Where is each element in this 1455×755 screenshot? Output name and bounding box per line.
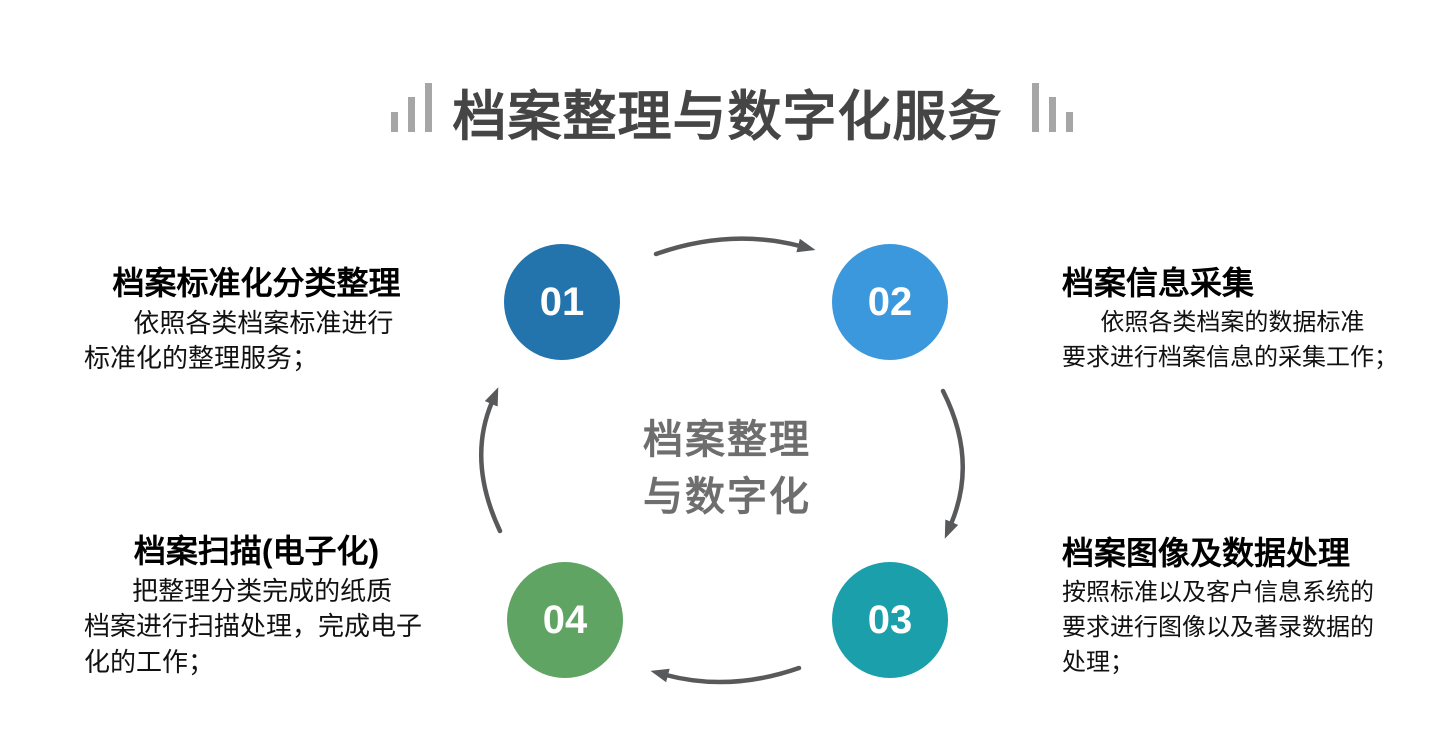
step-circle-02: 02 xyxy=(832,244,948,360)
step-block-4: 档案扫描(电子化) 把整理分类完成的纸质 档案进行扫描处理，完成电子 化的工作； xyxy=(84,532,429,680)
step-number: 01 xyxy=(539,279,585,324)
bar-chart-decoration-right xyxy=(1032,83,1073,132)
step-block-2: 档案信息采集 依照各类档案的数据标准 要求进行档案信息的采集工作； xyxy=(1062,264,1412,376)
step-number: 03 xyxy=(867,597,913,642)
decoration-bar xyxy=(1066,112,1073,132)
step-title: 档案标准化分类整理 xyxy=(112,265,401,301)
bar-chart-decoration-left xyxy=(391,83,432,132)
step-description: 把整理分类完成的纸质 档案进行扫描处理，完成电子 化的工作； xyxy=(84,576,423,677)
arrow-01-to-02-icon xyxy=(653,236,816,257)
arrow-04-to-01-icon xyxy=(478,387,503,534)
step-number: 04 xyxy=(542,597,588,642)
decoration-bar xyxy=(425,83,432,132)
step-circle-04: 04 xyxy=(507,562,623,678)
step-block-1: 档案标准化分类整理 依照各类档案标准进行 标准化的整理服务； xyxy=(84,264,429,377)
cycle-center-label: 档案整理 与数字化 xyxy=(643,418,811,519)
decoration-bar xyxy=(1032,83,1039,132)
step-description: 按照标准以及客户信息系统的 要求进行图像以及著录数据的 处理； xyxy=(1062,579,1374,676)
step-description: 依照各类档案的数据标准 要求进行档案信息的采集工作； xyxy=(1062,309,1398,372)
decoration-bar xyxy=(391,112,398,132)
arrow-02-to-03-icon xyxy=(940,388,965,539)
arrow-03-to-04-icon xyxy=(650,665,802,685)
decoration-bar xyxy=(408,97,415,132)
step-title: 档案扫描(电子化) xyxy=(133,533,380,569)
step-title: 档案图像及数据处理 xyxy=(1062,535,1351,571)
decoration-bar xyxy=(1049,97,1056,132)
step-block-3: 档案图像及数据处理 按照标准以及客户信息系统的 要求进行图像以及著录数据的 处理… xyxy=(1062,534,1412,681)
step-description: 依照各类档案标准进行 标准化的整理服务； xyxy=(84,308,394,374)
step-circle-01: 01 xyxy=(504,244,620,360)
step-title: 档案信息采集 xyxy=(1062,265,1255,301)
step-number: 02 xyxy=(867,279,913,324)
step-circle-03: 03 xyxy=(832,562,948,678)
page-title: 档案整理与数字化服务 xyxy=(452,87,1003,147)
